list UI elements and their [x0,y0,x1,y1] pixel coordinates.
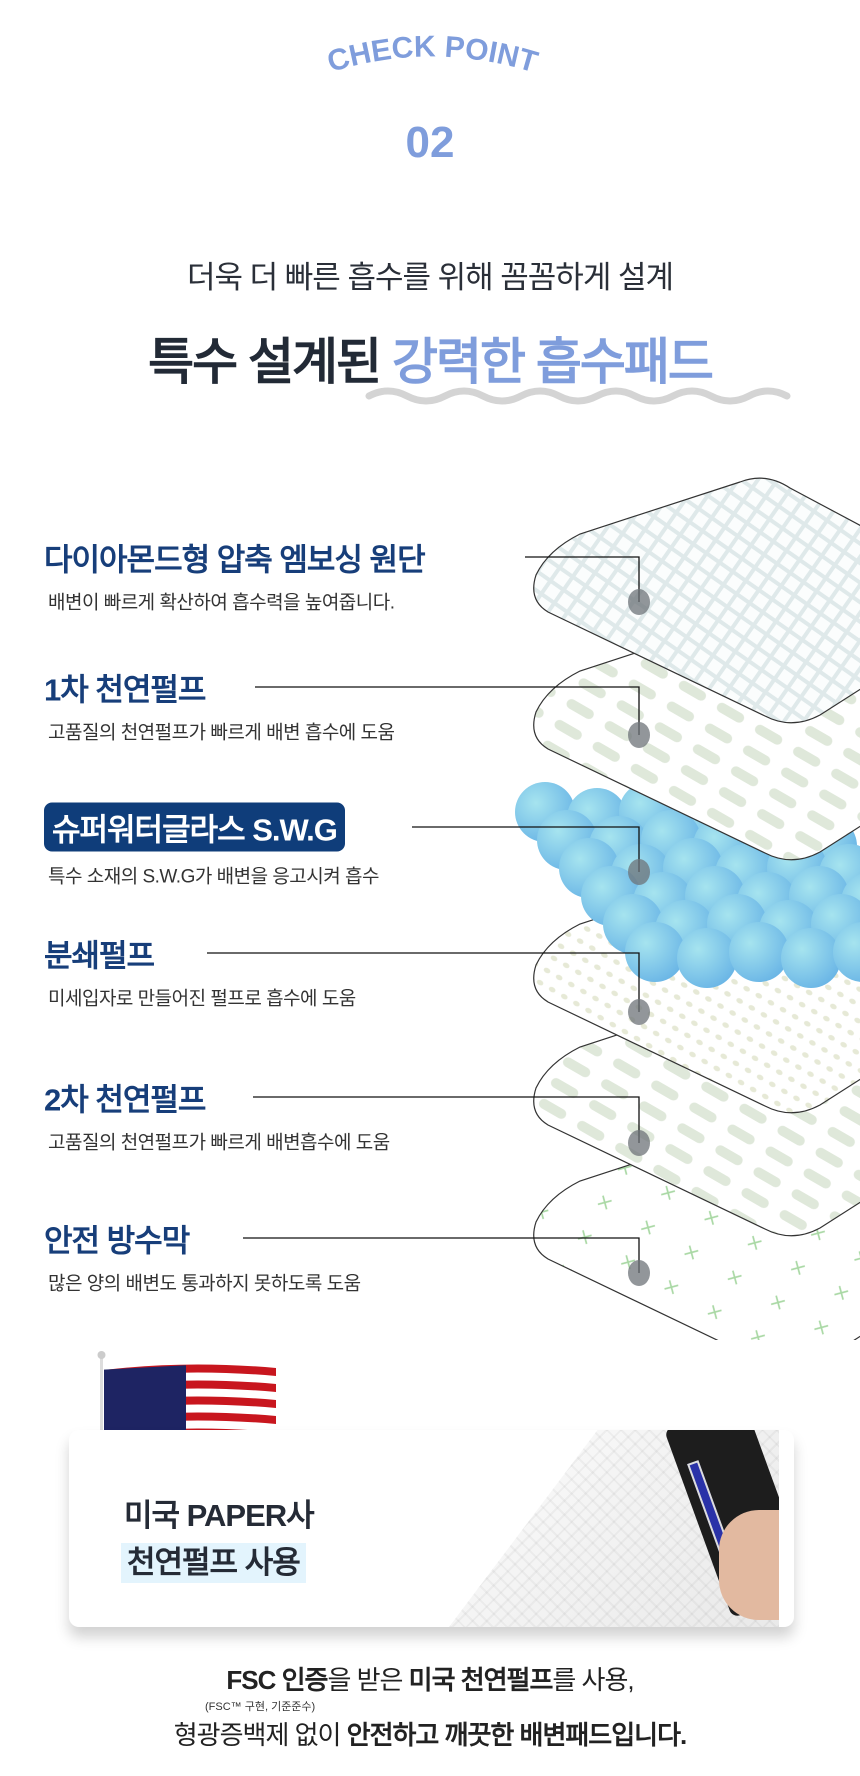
check-point-eyebrow: CHECK POINT [324,30,542,79]
layer-title: 슈퍼워터글라스 S.W.G [44,802,345,852]
usa-paper-card [69,1430,794,1627]
layer-title: 1차 천연펄프 [44,672,206,708]
footer-line-2: 형광증백제 없이 안전하고 깨끗한 배변패드입니다. [173,1720,687,1750]
wave-underline [365,387,791,405]
leader-line [525,556,640,602]
section-subtitle: 더욱 더 빠른 흡수를 위해 꼼꼼하게 설계 [187,260,674,295]
swg-bead [729,922,789,982]
title-highlight: 강력한 흡수패드 [391,334,714,390]
footer-line-1: FSC 인증을 받은 미국 천연펄프를 사용, [226,1665,634,1695]
pad-layer-sheet [533,477,860,724]
layer-title: 안전 방수막 [44,1223,190,1259]
leader-dot [628,1130,650,1156]
layer-description: 미세입자로 만들어진 펄프로 흡수에 도움 [48,988,356,1010]
leader-line [207,952,640,1012]
layer-description: 많은 양의 배변도 통과하지 못하도록 도움 [48,1273,361,1295]
natural-pulp-label: 천연펄프 사용 [121,1543,306,1583]
swg-bead [781,928,841,988]
layer-description: 배변이 빠르게 확산하여 흡수력을 높여줍니다. [48,592,395,614]
leader-dot [628,859,650,885]
layer-description: 고품질의 천연펄프가 빠르게 배변 흡수에 도움 [48,722,395,744]
layer-title: 분쇄펄프 [44,938,155,974]
leader-dot [628,589,650,615]
uv-light-photo [449,1430,779,1627]
title-prefix: 특수 설계된 [148,334,382,390]
swg-bead [833,922,860,982]
usa-paper-label: 미국 PAPER사 [124,1498,315,1533]
layer-title: 다이아몬드형 압축 엠보싱 원단 [44,542,426,578]
swg-bead [677,928,737,988]
svg-text:CHECK POINT: CHECK POINT [324,30,542,79]
leader-dot [628,1260,650,1286]
leader-dot [628,999,650,1025]
pad-layers-diagram [207,477,860,1340]
layer-description: 고품질의 천연펄프가 빠르게 배변흡수에 도움 [48,1132,390,1154]
fsc-note: (FSC™ 구현, 기준준수) [205,1701,316,1713]
section-title: 특수 설계된 강력한 흡수패드 [0,322,860,394]
layer-title: 2차 천연펄프 [44,1082,206,1118]
leader-line [412,826,640,872]
check-point-number: 02 [405,118,455,167]
layer-description: 특수 소재의 S.W.G가 배변을 응고시켜 흡수 [48,866,380,888]
leader-line [253,1096,640,1143]
leader-line [255,686,640,735]
swg-bead [625,922,685,982]
leader-dot [628,722,650,748]
